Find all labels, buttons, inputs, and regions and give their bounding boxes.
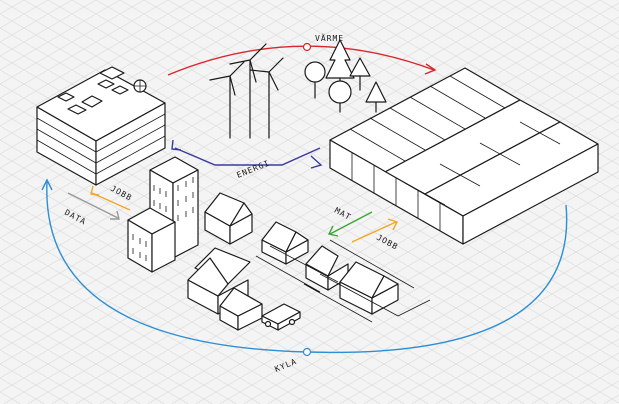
apartment-windows	[132, 234, 147, 261]
tree	[304, 61, 326, 83]
varme-label: VÄRME	[315, 33, 344, 43]
energi-arrowhead-left	[171, 139, 182, 151]
data-center-roof-units	[57, 79, 129, 115]
varme-flow: VÄRME	[167, 33, 437, 76]
house-roof	[187, 257, 229, 297]
data-center-roof-box	[99, 66, 125, 80]
data-center	[36, 66, 166, 186]
apartment-wall	[172, 169, 199, 259]
greenhouse-wall-ribs	[351, 153, 441, 231]
kyla-node	[302, 347, 312, 357]
wind-turbines	[209, 43, 284, 139]
data-center-floors	[36, 113, 166, 175]
car-wheel	[264, 320, 272, 328]
greenhouse-ribs	[349, 75, 506, 162]
energi-arrow	[174, 147, 321, 166]
data-arrowhead	[110, 210, 120, 220]
greenhouse-ribs-2	[404, 121, 561, 206]
forest	[304, 39, 387, 113]
car-wheel	[288, 318, 296, 326]
jobb-left-arrow	[91, 192, 131, 211]
car	[261, 303, 301, 331]
mat-arrowhead	[327, 225, 339, 237]
energi-arrowhead-right	[310, 155, 323, 169]
wind-turbine	[249, 57, 284, 139]
varme-arrow	[167, 45, 435, 76]
kyla-arrowhead	[41, 178, 53, 191]
greenhouses	[329, 67, 599, 245]
wind-turbine	[229, 43, 267, 139]
house-gable	[229, 202, 253, 227]
data-arrow	[67, 192, 119, 219]
jobb-left-arrowhead	[90, 185, 100, 196]
tree	[328, 80, 352, 104]
jobb-right-arrowhead	[387, 218, 398, 231]
fences	[255, 239, 431, 323]
house-roof	[305, 245, 339, 277]
fence-line	[255, 239, 431, 323]
house-gable	[371, 275, 399, 299]
jobb-right-arrow	[351, 221, 397, 243]
house-roof	[219, 287, 263, 317]
varme-node	[302, 42, 312, 52]
apartment-buildings	[127, 156, 199, 273]
car-side	[277, 311, 301, 331]
houses	[187, 192, 399, 331]
apartment-wall	[151, 221, 176, 273]
greenhouse-side-wall	[462, 143, 599, 245]
varme-arrowhead	[424, 63, 437, 75]
wind-turbine	[209, 61, 245, 139]
house-gable	[285, 231, 309, 253]
globe-lines	[134, 80, 146, 92]
mat-arrow	[329, 211, 373, 235]
